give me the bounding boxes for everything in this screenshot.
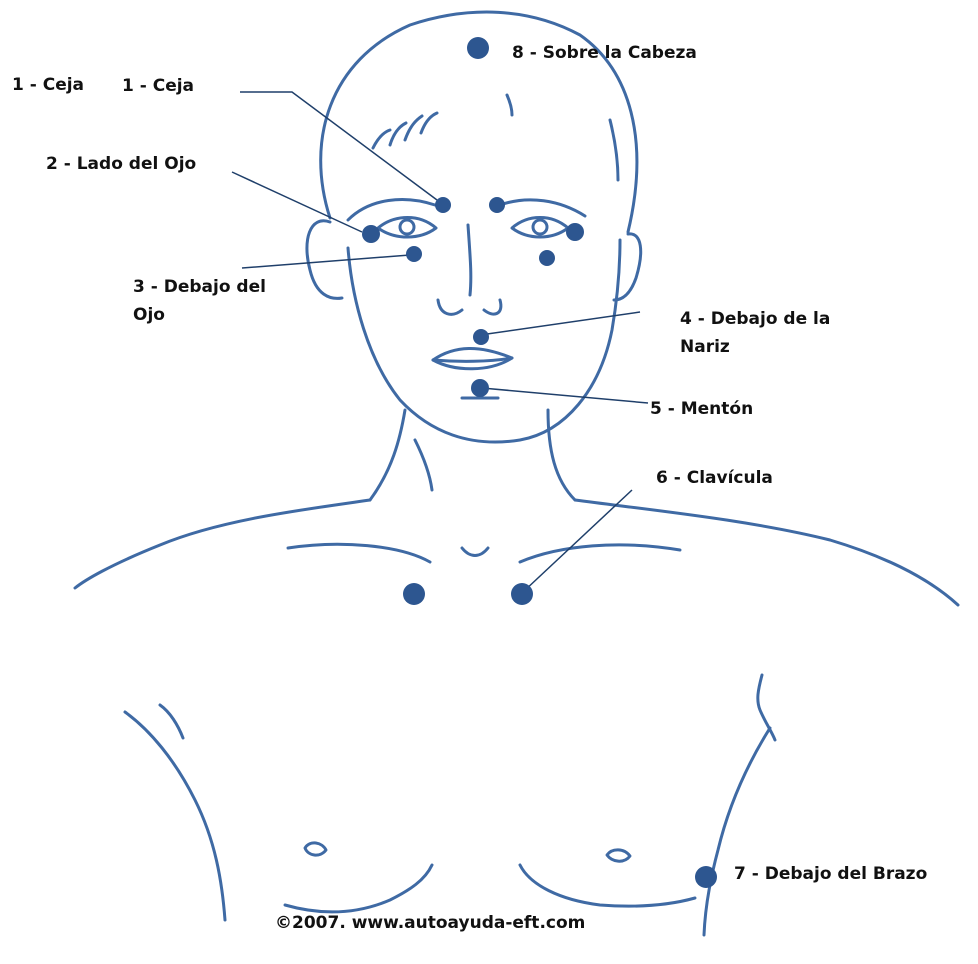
dot-clavicula-right [511,583,533,605]
hair-strand [405,116,422,140]
footer-copyright: ©2007. www.autoayuda-eft.com [275,912,585,934]
neck-left [370,410,405,500]
leader-ceja [240,92,437,200]
dot-lado-ojo-left [362,225,380,243]
dot-lado-ojo-right [566,223,584,241]
left-ear [307,221,342,299]
dot-debajo-nariz [473,329,489,345]
dot-clavicula-left [403,583,425,605]
shoulder-right [575,500,958,605]
right-eyebrow [500,200,585,216]
nipple-right [607,850,630,861]
leader-clavicula [523,490,632,592]
label-clavicula: 6 - Clavícula [656,467,773,489]
label-sobre-cabeza: 8 - Sobre la Cabeza [512,42,697,64]
dot-debajo-ojo-right [539,250,555,266]
hair-strand [373,130,390,148]
nose-base [438,300,501,314]
label-menton: 5 - Mentón [650,398,753,420]
armpit-left [160,705,183,738]
torso-right [704,728,770,935]
neck-right [548,410,575,500]
dot-ceja-left [435,197,451,213]
nipple-left [305,843,326,855]
leader-debajo-ojo [242,255,410,268]
hair-strand [507,95,512,115]
dot-menton [471,379,489,397]
label-debajo-brazo: 7 - Debajo del Brazo [734,863,927,885]
nose-bridge [468,225,471,295]
collarbone-left [288,544,430,562]
neck-fold [415,440,432,490]
label-ceja: 1 - Ceja [122,75,194,97]
label-lado-ojo: 2 - Lado del Ojo [46,153,196,175]
leader-debajo-nariz [480,312,640,335]
dot-sobre-cabeza [467,37,489,59]
dot-debajo-ojo-left [406,246,422,262]
pec-left [285,865,432,912]
dot-debajo-brazo [695,866,717,888]
left-eyebrow [348,200,435,220]
collarbone-right [520,545,680,562]
hair-strand [610,120,618,180]
label-ceja-left: 1 - Ceja [12,74,84,96]
label-debajo-nariz: 4 - Debajo de la Nariz [680,305,880,361]
pec-right [520,865,695,906]
armpit-right [758,675,775,740]
hair-strand [390,123,406,145]
dot-ceja-right [489,197,505,213]
leader-lado-ojo [232,172,362,232]
leader-menton [482,388,648,403]
label-debajo-ojo: 3 - Debajo del Ojo [133,273,303,329]
torso-left [125,712,225,920]
sternal-notch [462,548,488,556]
